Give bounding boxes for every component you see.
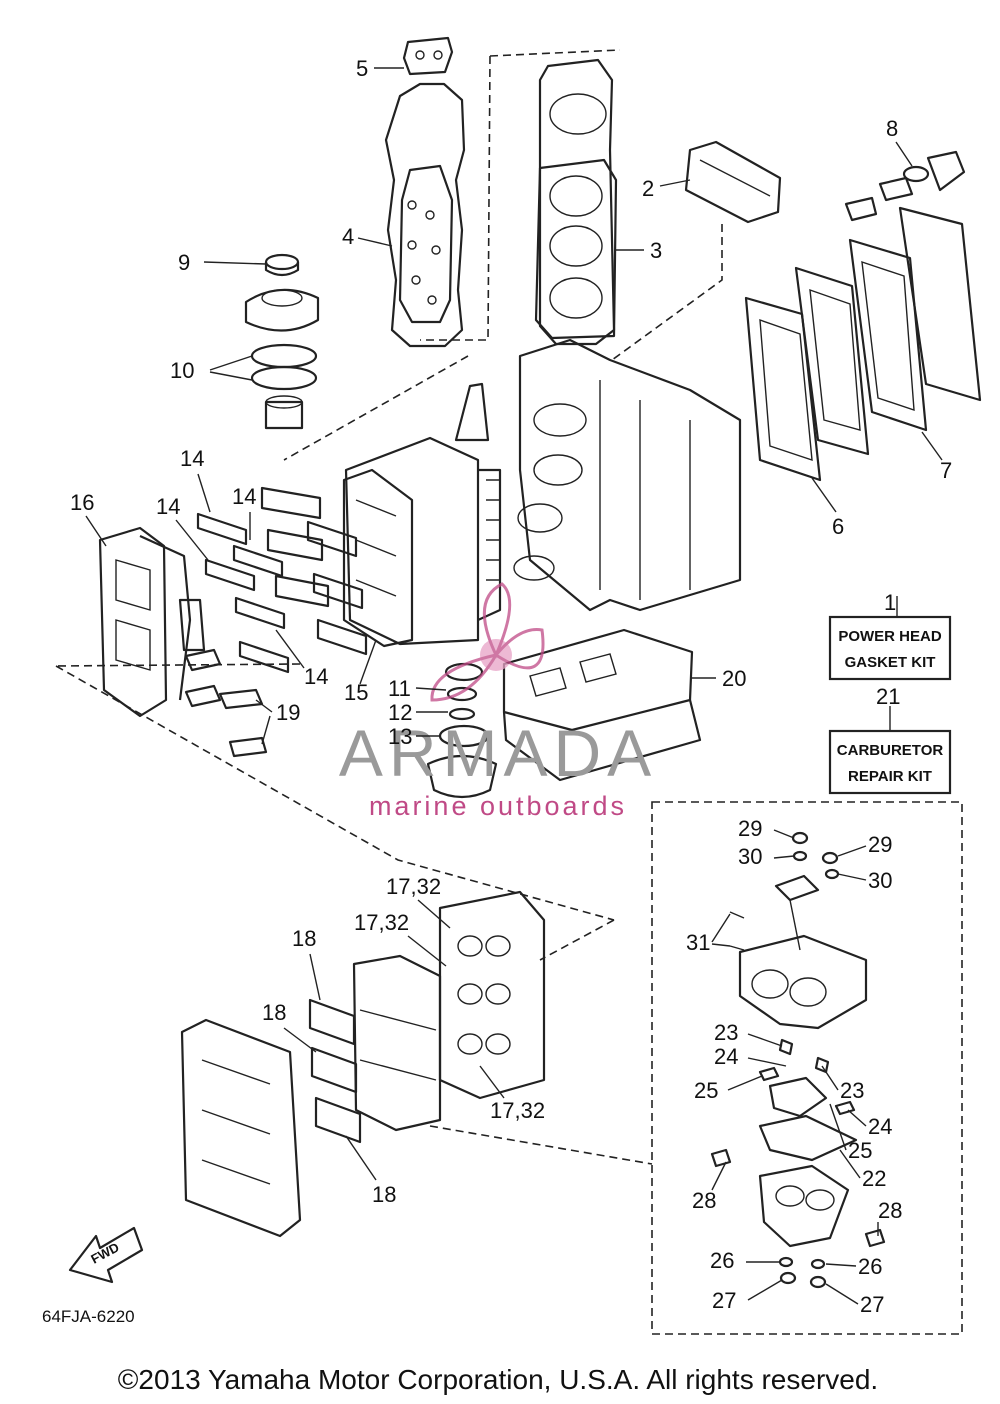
callout-27-a: 27 bbox=[712, 1288, 736, 1313]
callout-22: 22 bbox=[862, 1166, 886, 1191]
carburetor-detail-frame bbox=[651, 801, 963, 1335]
gaskets-19 bbox=[178, 598, 268, 758]
manifold-gaskets-17-32 bbox=[438, 890, 546, 1100]
callout-27-b: 27 bbox=[860, 1292, 884, 1317]
callout-17-32-a: 17,32 bbox=[386, 874, 441, 899]
oil-seal-9 bbox=[264, 253, 300, 277]
reed-valve-block-15 bbox=[342, 468, 414, 648]
callout-4: 4 bbox=[342, 224, 354, 249]
callout-18-c: 18 bbox=[372, 1182, 396, 1207]
callout-13: 13 bbox=[388, 724, 412, 749]
exhaust-plate-4 bbox=[384, 82, 466, 348]
callout-12: 12 bbox=[388, 700, 412, 725]
crankcase-block bbox=[344, 338, 742, 646]
callout-26-b: 26 bbox=[858, 1254, 882, 1279]
intake-gasket-16 bbox=[98, 526, 192, 718]
callout-18-a: 18 bbox=[292, 926, 316, 951]
callout-25-b: 25 bbox=[848, 1138, 872, 1163]
kit-label-line1: CARBURETOR bbox=[837, 742, 944, 759]
power-head-gasket-kit: POWER HEAD GASKET KIT bbox=[828, 615, 952, 681]
bearing-housing bbox=[244, 288, 320, 332]
callout-26-a: 26 bbox=[710, 1248, 734, 1273]
link-line-top bbox=[283, 49, 621, 461]
callout-30-b: 30 bbox=[868, 868, 892, 893]
callout-23-a: 23 bbox=[714, 1020, 738, 1045]
callout-1: 1 bbox=[884, 590, 896, 615]
callout-25-a: 25 bbox=[694, 1078, 718, 1103]
callout-9: 9 bbox=[178, 250, 190, 275]
callout-21: 21 bbox=[876, 684, 900, 709]
callout-30-a: 30 bbox=[738, 844, 762, 869]
link-line-carb bbox=[429, 919, 653, 1165]
watermark-tagline: marine outboards bbox=[369, 791, 627, 821]
exhaust-guide-gasket-20 bbox=[502, 628, 702, 782]
callout-29-a: 29 bbox=[738, 816, 762, 841]
carburetor-repair-kit: CARBURETOR REPAIR KIT bbox=[828, 729, 952, 795]
callout-14-c: 14 bbox=[232, 484, 256, 509]
callout-5: 5 bbox=[356, 56, 368, 81]
watermark-brand: ARMADA bbox=[339, 716, 657, 790]
copyright-notice: ©2013 Yamaha Motor Corporation, U.S.A. A… bbox=[118, 1364, 878, 1395]
bearing bbox=[264, 395, 304, 430]
callout-17-32-b: 17,32 bbox=[354, 910, 409, 935]
callout-24-b: 24 bbox=[868, 1114, 892, 1139]
callouts: 5 4 3 2 8 7 6 9 10 14 14 14 14 16 15 19 … bbox=[70, 56, 952, 1317]
callout-8: 8 bbox=[886, 116, 898, 141]
kit-label-line2: REPAIR KIT bbox=[848, 768, 932, 785]
propeller-logo bbox=[430, 582, 545, 702]
exhaust-gasket-5 bbox=[402, 36, 454, 76]
cover-gasket-6 bbox=[744, 296, 822, 482]
callout-18-b: 18 bbox=[262, 1000, 286, 1025]
callout-24-a: 24 bbox=[714, 1044, 738, 1069]
callout-31: 31 bbox=[686, 930, 710, 955]
reed-valves-14 bbox=[196, 486, 368, 674]
link-line-right bbox=[611, 224, 723, 361]
callout-28-b: 28 bbox=[878, 1198, 902, 1223]
callout-14-a: 14 bbox=[180, 446, 204, 471]
callout-7: 7 bbox=[940, 458, 952, 483]
callout-11: 11 bbox=[388, 676, 411, 701]
callout-15: 15 bbox=[344, 680, 368, 705]
head-gasket-3 bbox=[534, 58, 618, 346]
fwd-arrow: FWD bbox=[68, 1226, 144, 1284]
callout-10: 10 bbox=[170, 358, 194, 383]
callout-20: 20 bbox=[722, 666, 746, 691]
thermostat-gasket-8 bbox=[844, 150, 966, 222]
diagram-code: 64FJA-6220 bbox=[42, 1307, 135, 1326]
callout-17-32-c: 17,32 bbox=[490, 1098, 545, 1123]
carburetor-bodies bbox=[352, 954, 442, 1132]
kit-label-line1: POWER HEAD bbox=[838, 628, 942, 645]
callout-19: 19 bbox=[276, 700, 300, 725]
callout-29-b: 29 bbox=[868, 832, 892, 857]
fwd-label: FWD bbox=[88, 1240, 121, 1267]
exhaust-cover bbox=[794, 266, 870, 456]
callout-3: 3 bbox=[650, 238, 662, 263]
o-rings-10 bbox=[250, 343, 318, 391]
link-line-left bbox=[55, 663, 615, 921]
callout-16: 16 bbox=[70, 490, 94, 515]
intake-silencer bbox=[180, 1018, 302, 1238]
callout-14-d: 14 bbox=[304, 664, 328, 689]
callout-28-a: 28 bbox=[692, 1188, 716, 1213]
callout-23-b: 23 bbox=[840, 1078, 864, 1103]
head-cover-gasket-2 bbox=[684, 140, 782, 224]
callout-14-b: 14 bbox=[156, 494, 180, 519]
callout-6: 6 bbox=[832, 514, 844, 539]
armada-watermark: ARMADA marine outboards bbox=[339, 582, 657, 821]
carburetor-gaskets-18 bbox=[308, 998, 362, 1144]
cover-gasket-7 bbox=[848, 206, 982, 432]
carburetor-detail bbox=[710, 831, 886, 1289]
kit-label-line2: GASKET KIT bbox=[845, 654, 936, 671]
callout-2: 2 bbox=[642, 176, 654, 201]
